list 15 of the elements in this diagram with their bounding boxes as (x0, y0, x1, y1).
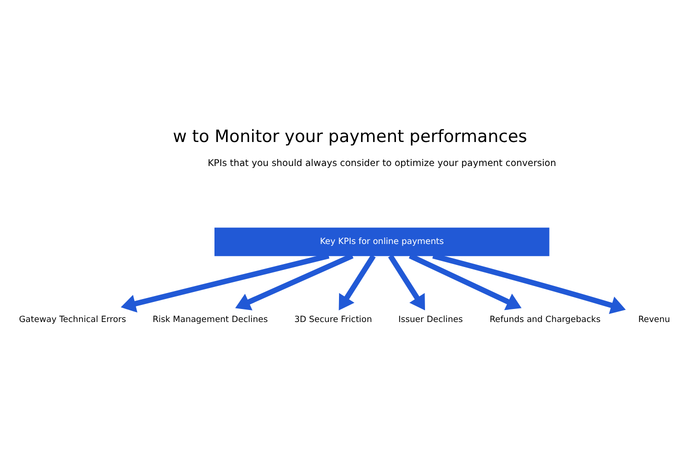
node-text: Issuer Declines (398, 315, 463, 326)
node-text: Gateway Technical Errors (18, 315, 126, 326)
node-text: Refunds and Chargebacks (490, 315, 601, 326)
diagram-title: w to Monitor your payment performances (172, 126, 528, 147)
arrow (338, 254, 376, 310)
arrow (432, 253, 626, 314)
arrow (388, 254, 426, 310)
node-text: Risk Management Declines (152, 315, 268, 326)
node-text: Revenu (638, 315, 670, 326)
arrow (120, 253, 330, 313)
node-box: Key KPIs for online payments (214, 228, 550, 256)
arrow (408, 253, 522, 310)
label: KPIs that you should always consider to optimize your payment conversion (208, 158, 556, 170)
arrow (235, 253, 354, 310)
node-text: 3D Secure Friction (294, 315, 372, 326)
